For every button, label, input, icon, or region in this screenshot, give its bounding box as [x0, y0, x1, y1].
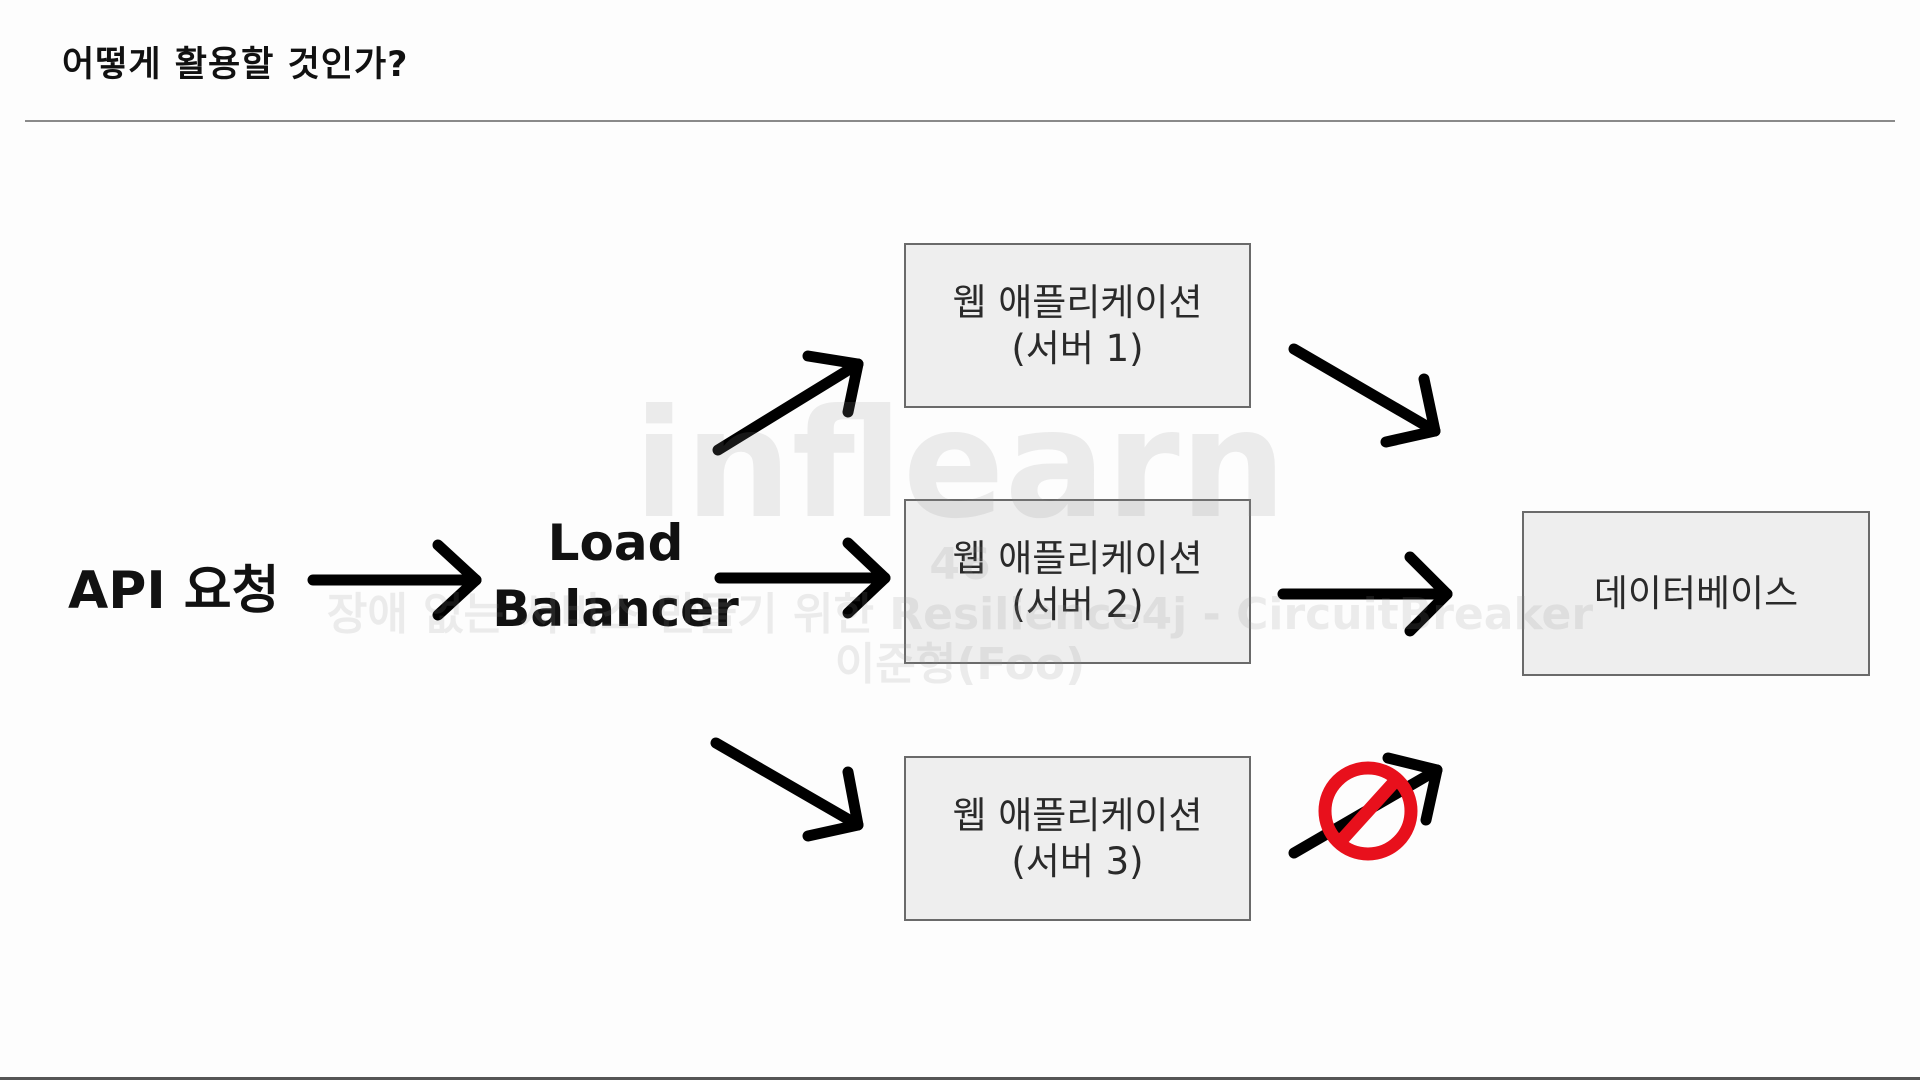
api-request-label: API 요청	[68, 561, 280, 621]
arrow-lb-to-server-3	[710, 737, 864, 842]
load-balancer-line-2: Balancer	[492, 580, 739, 638]
title-divider	[25, 120, 1895, 122]
database-box: 데이터베이스	[1522, 511, 1870, 676]
server-1-line-1: 웹 애플리케이션	[952, 280, 1203, 324]
arrow-api-to-lb	[307, 539, 482, 621]
slide-title: 어떻게 활용할 것인가?	[62, 45, 409, 85]
web-app-server-1: 웹 애플리케이션 (서버 1)	[904, 243, 1251, 408]
server-1-line-2: (서버 1)	[1011, 326, 1144, 370]
load-balancer-line-1: Load	[547, 514, 684, 572]
server-2-line-1: 웹 애플리케이션	[952, 536, 1203, 580]
server-3-line-1: 웹 애플리케이션	[952, 793, 1203, 837]
bottom-divider	[0, 1077, 1920, 1080]
load-balancer-label: Load Balancer	[488, 510, 743, 642]
web-app-server-3: 웹 애플리케이션 (서버 3)	[904, 756, 1251, 921]
database-label: 데이터베이스	[1593, 571, 1799, 615]
server-2-line-2: (서버 2)	[1011, 582, 1144, 626]
arrow-server-1-to-db	[1288, 343, 1441, 448]
server-3-line-2: (서버 3)	[1011, 839, 1144, 883]
arrow-lb-to-server-2	[714, 537, 891, 619]
blocked-icon	[1318, 761, 1418, 861]
arrow-lb-to-server-1	[712, 350, 864, 456]
web-app-server-2: 웹 애플리케이션 (서버 2)	[904, 499, 1251, 664]
arrow-server-2-to-db	[1277, 551, 1453, 637]
